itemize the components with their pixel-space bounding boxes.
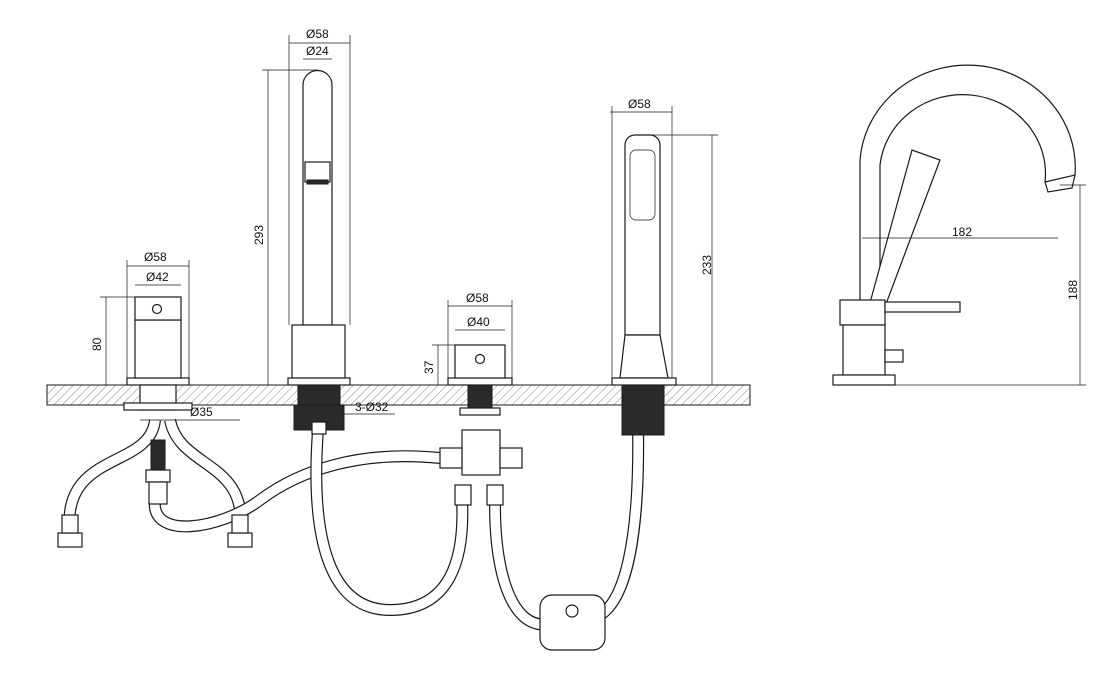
dim-diverter-outer: Ø58 [466, 291, 489, 305]
countertop [46, 384, 751, 406]
dim-mixer-outer: Ø58 [144, 250, 167, 264]
dimension-labels: Ø58 Ø24 293 Ø58 Ø42 80 Ø35 3-Ø32 Ø58 Ø40… [90, 27, 1080, 419]
diverter [439, 344, 523, 506]
bath-spout [287, 69, 351, 435]
dim-diverter-height: 37 [422, 360, 436, 374]
dimension-lines [100, 35, 1086, 421]
side-view [832, 64, 1076, 386]
dim-mixer-hole: Ø35 [190, 405, 213, 419]
dim-shower-height: 233 [700, 255, 714, 275]
dim-spout-tube: Ø24 [306, 44, 329, 58]
dim-spout-reach: 182 [952, 225, 972, 239]
dim-spout-height: 293 [252, 225, 266, 245]
dim-shower-outer: Ø58 [628, 97, 651, 111]
dim-diverter-body: Ø40 [467, 315, 490, 329]
dim-spout-outer: Ø58 [306, 27, 329, 41]
mixer-valve [57, 296, 253, 548]
dim-holes: 3-Ø32 [355, 400, 389, 414]
dim-outlet-height: 188 [1066, 280, 1080, 300]
dim-mixer-body: Ø42 [146, 270, 169, 284]
dim-mixer-height: 80 [90, 337, 104, 351]
